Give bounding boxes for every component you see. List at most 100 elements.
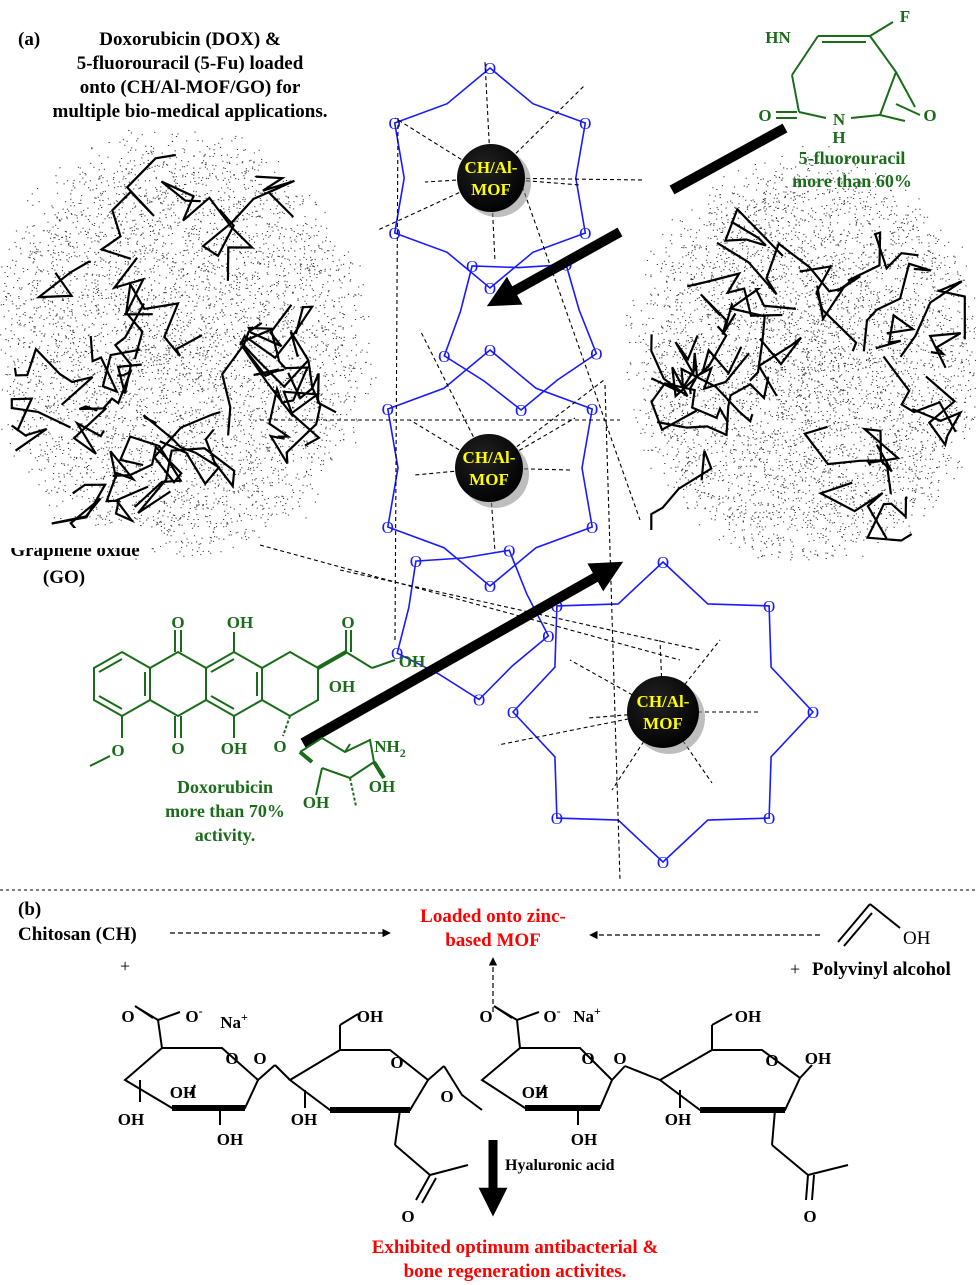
mof-node-1-line-2: MOF	[471, 180, 511, 199]
lattice-bond	[716, 241, 846, 322]
dox-atom-o-methoxy: O	[111, 741, 124, 760]
dox-atom-oh-bottom: OH	[221, 739, 247, 758]
mof-node-2-line-2: MOF	[469, 470, 509, 489]
lattice-bond	[875, 313, 916, 350]
lattice-bond	[799, 264, 858, 352]
oxygen-atom: O	[515, 401, 527, 420]
ha-ring-o-4: O	[765, 1051, 778, 1070]
ha-ring-o-1: O	[225, 1049, 238, 1068]
pva-structure	[837, 903, 901, 947]
fluorouracil-structure	[776, 21, 921, 122]
ha-ominus-3: O-	[543, 1004, 560, 1026]
oxygen-atom: O	[466, 257, 478, 276]
plus-right: +	[790, 959, 800, 979]
oxygen-atom: O	[807, 703, 819, 722]
ha-o-4d: O	[803, 1207, 816, 1226]
oxygen-atom: O	[507, 703, 519, 722]
crown-ring	[443, 263, 598, 412]
lattice-bond	[51, 483, 108, 536]
dox-atom-oh-side: OH	[399, 652, 425, 671]
ha-o-link-3: O	[613, 1049, 626, 1068]
arrow-dox	[300, 561, 624, 748]
oxygen-atom: O	[391, 644, 403, 663]
lattice-bond	[817, 481, 888, 540]
plus-left: +	[120, 956, 130, 976]
ha-ring-o-2: O	[390, 1053, 403, 1072]
fu-atom-hn: HN	[765, 28, 791, 47]
ha-oh-4c: OH	[665, 1110, 691, 1129]
lattice-bond	[911, 375, 964, 448]
mof-node-2: CH/Al- MOF	[455, 434, 529, 508]
oxygen-atom: O	[389, 224, 401, 243]
lattice-bond	[700, 346, 750, 391]
fu-atom-h: H	[832, 128, 845, 147]
delivery-arrows	[300, 123, 788, 748]
lattice-bond	[862, 262, 932, 352]
loaded-line-2: based MOF	[445, 930, 541, 951]
ha-o-1: O	[121, 1007, 134, 1026]
ha-oh-2b: OH	[291, 1110, 317, 1129]
oxygen-atom: O	[551, 809, 563, 828]
fu-caption-line-2: more than 60%	[792, 171, 912, 191]
panel-b-label: (b)	[18, 899, 41, 920]
fu-atom-o2: O	[923, 106, 936, 125]
go-left-stipple	[0, 130, 377, 560]
title-line-2: 5-fluorouracil (5-Fu) loaded	[77, 53, 304, 74]
dox-atom-o-bottom: O	[171, 739, 184, 758]
ha-oh-4b: OH	[805, 1049, 831, 1068]
oxygen-atom: O	[473, 691, 485, 710]
coordination-bond	[414, 467, 490, 476]
ha-oh-1a: OH	[170, 1083, 196, 1102]
lattice-bond	[268, 330, 322, 465]
oxygen-atom: O	[382, 518, 394, 537]
oxygen-atom: O	[542, 627, 554, 646]
ha-label: Hyaluronic acid	[505, 1157, 615, 1174]
mof-node-2-line-1: CH/Al-	[463, 448, 516, 467]
coordination-bond	[604, 384, 621, 881]
pva-oh: OH	[903, 928, 931, 949]
arrow-5fu-top	[669, 123, 788, 195]
ha-oh-4a: OH	[735, 1007, 761, 1026]
coordination-bond	[339, 569, 701, 651]
hyaluronic-acid-structure	[123, 1005, 849, 1204]
oxygen-atom: O	[484, 577, 496, 596]
lattice-bond	[656, 376, 770, 437]
lattice-bond	[160, 180, 255, 281]
panel-a: (a) Doxorubicin (DOX) & 5-fluorouracil (…	[0, 7, 976, 881]
lattice-bond	[865, 496, 913, 542]
oxygen-atom: O	[579, 114, 591, 133]
fu-atom-n: N	[833, 110, 846, 129]
fluorouracil-atoms: HN F O O N H	[758, 7, 936, 147]
crown-ether-rings	[386, 66, 815, 864]
go-label-cover	[0, 528, 160, 548]
lattice-bond	[650, 450, 713, 530]
lattice-bond	[35, 260, 91, 299]
dox-atom-oh-ring: OH	[329, 677, 355, 696]
coordination-bond	[659, 639, 664, 713]
lattice-bond	[111, 257, 153, 316]
pva-label: Polyvinyl alcohol	[812, 959, 951, 980]
go-left-lattice	[10, 153, 337, 536]
chitosan-label: Chitosan (CH)	[18, 924, 137, 945]
oxygen-atom: O	[590, 345, 602, 364]
oxygen-atom: O	[657, 853, 669, 872]
lattice-bond	[125, 280, 203, 360]
mof-node-1: CH/Al- MOF	[457, 144, 531, 217]
mof-node-3: CH/Al- MOF	[627, 676, 705, 754]
loaded-line-1: Loaded onto zinc-	[420, 906, 566, 927]
dox-caption-line-3: activity.	[195, 825, 256, 845]
oxygen-atom: O	[586, 400, 598, 419]
stipple	[0, 130, 377, 560]
mof-node-3-line-1: CH/Al-	[637, 692, 690, 711]
lattice-bond	[757, 336, 802, 397]
fu-atom-o1: O	[758, 106, 771, 125]
coordination-bond	[587, 711, 664, 719]
coordination-bond	[484, 61, 492, 179]
oxygen-atom: O	[763, 597, 775, 616]
lattice-bond	[882, 355, 957, 433]
panel-a-title: Doxorubicin (DOX) & 5-fluorouracil (5-Fu…	[53, 29, 328, 122]
result-text: Exhibited optimum antibacterial & bone r…	[372, 1237, 659, 1282]
ha-oh-1c: OH	[217, 1130, 243, 1149]
lattice-bond	[836, 231, 919, 293]
lattice-bond	[928, 332, 962, 369]
